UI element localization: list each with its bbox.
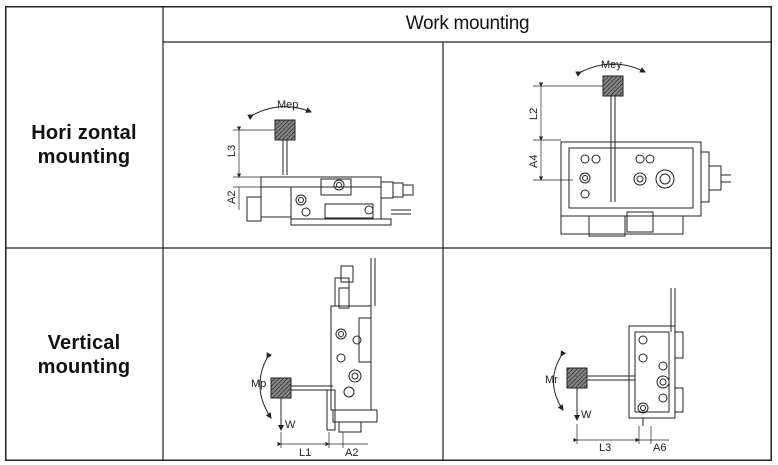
label-a6: A6: [653, 442, 666, 454]
row-label-horizontal-line1: Hori zontal: [31, 122, 137, 144]
label-mr: Mr: [545, 374, 558, 386]
table-grid: [5, 6, 772, 461]
row-label-vertical: Vertical mounting: [5, 248, 163, 461]
moment-arc-mr: [553, 350, 567, 411]
label-l3: L3: [226, 145, 238, 157]
label-l3: L3: [599, 442, 611, 454]
label-w: W: [285, 419, 296, 431]
weight-block: [566, 367, 588, 389]
moment-arc-mep: [247, 106, 312, 121]
label-mep: Mep: [277, 99, 298, 111]
diagram-vertical-mp: Mp W L1 A2: [251, 258, 378, 459]
label-a2: A2: [226, 191, 238, 204]
label-mp: Mp: [251, 378, 266, 390]
label-mey: Mey: [601, 59, 622, 71]
row-label-vertical-line1: Vertical: [47, 331, 121, 354]
row-label-vertical-line2: mounting: [37, 355, 131, 378]
header-work-mounting: Work mounting: [405, 13, 530, 34]
weight-block: [602, 75, 624, 97]
row-label-horizontal-line2: mounting: [37, 146, 131, 168]
label-w: W: [581, 409, 592, 421]
weight-block: [270, 377, 292, 399]
weight-block: [274, 119, 296, 141]
diagram-horizontal-mey: Mey L2 A4: [528, 59, 731, 237]
label-a2: A2: [345, 447, 358, 459]
label-a4: A4: [528, 155, 540, 168]
row-label-horizontal: Hori zontal mounting: [5, 42, 163, 248]
moment-arc-mey: [575, 63, 646, 77]
work-mounting-table: Work mounting Hori zontal mounting Verti…: [5, 6, 772, 461]
label-l1: L1: [299, 447, 311, 459]
label-l2: L2: [528, 108, 540, 120]
moment-arc-mp: [259, 352, 272, 419]
diagram-horizontal-mep: Mep L3 A2: [226, 99, 414, 226]
diagram-vertical-mr: Mr W L3 A6: [545, 288, 684, 454]
